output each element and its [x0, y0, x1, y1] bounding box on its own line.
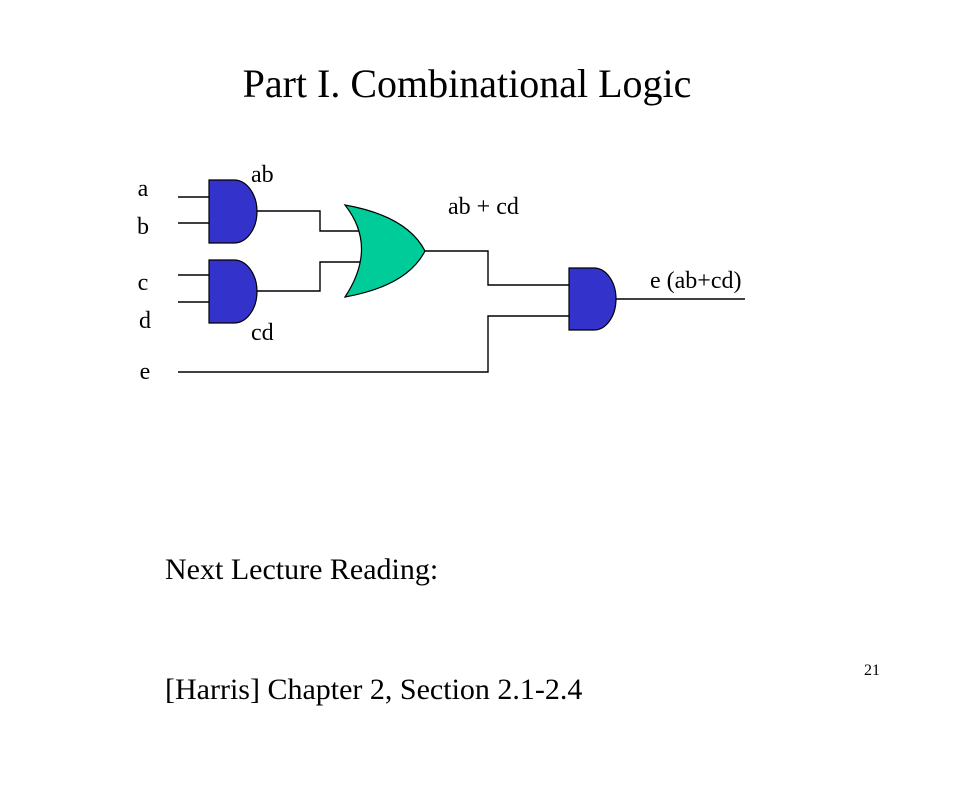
and-gate-cd	[208, 259, 258, 324]
wire-cd-to-or	[257, 261, 369, 292]
logic-circuit-diagram: a b c d e ab cd ab + cd e (ab+cd)	[137, 162, 745, 385]
input-label-e: e	[140, 359, 151, 385]
signal-label-ab: ab	[251, 162, 274, 188]
input-label-b: b	[137, 214, 149, 240]
slide-number: 21	[864, 662, 880, 679]
input-label-a: a	[138, 176, 149, 202]
wire-ab-to-or	[257, 210, 369, 232]
signal-label-ab-plus-cd: ab + cd	[448, 194, 519, 220]
and-gate-ab	[208, 179, 258, 244]
signal-label-output: e (ab+cd)	[650, 268, 741, 294]
wire-input-e	[178, 315, 578, 373]
reading-heading: Next Lecture Reading:	[165, 553, 439, 586]
input-label-c: c	[138, 270, 149, 296]
reading-reference: [Harris] Chapter 2, Section 2.1-2.4	[165, 673, 583, 706]
wire-or-to-and	[425, 250, 578, 286]
slide: Part I. Combinational Logic a b c d e ab…	[137, 61, 880, 706]
and-gate-output	[568, 267, 617, 331]
signal-label-cd: cd	[251, 320, 274, 346]
slide-title: Part I. Combinational Logic	[242, 61, 692, 106]
or-gate	[343, 204, 426, 298]
input-label-d: d	[139, 308, 151, 334]
reading-assignment: Next Lecture Reading: [Harris] Chapter 2…	[165, 470, 582, 790]
